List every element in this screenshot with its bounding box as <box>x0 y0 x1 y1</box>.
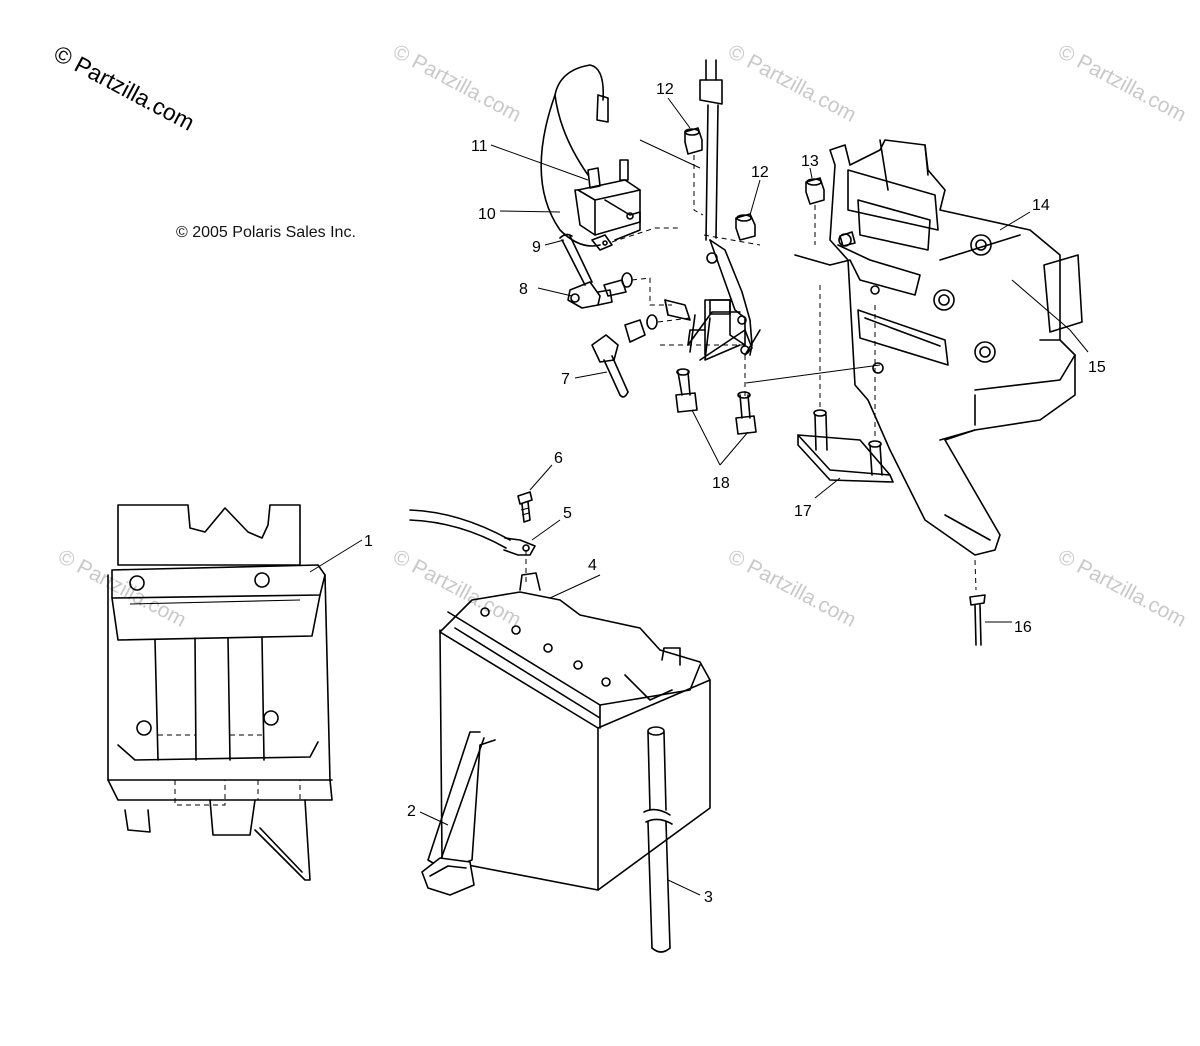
pad-part-17[interactable] <box>797 285 894 483</box>
callout-8: 8 <box>519 281 528 298</box>
callout-6: 6 <box>554 450 563 467</box>
wire-part-10[interactable] <box>540 94 680 251</box>
bolts-part-18[interactable] <box>660 344 881 435</box>
screw-part-6[interactable] <box>517 491 533 523</box>
callout-12-right: 12 <box>751 164 769 181</box>
relay-part-11[interactable] <box>554 64 641 241</box>
leader-lines <box>309 97 1089 896</box>
callout-7: 7 <box>561 371 570 388</box>
callout-12-top: 12 <box>656 81 674 98</box>
callout-14: 14 <box>1032 197 1050 214</box>
battery-part-4[interactable] <box>439 572 711 891</box>
callout-2: 2 <box>407 803 416 820</box>
battery-cable-part-5[interactable] <box>409 509 536 585</box>
callout-13: 13 <box>801 153 819 170</box>
callout-9: 9 <box>532 239 541 256</box>
nut-part-12a[interactable] <box>639 127 704 216</box>
callout-11: 11 <box>471 138 488 155</box>
copyright-notice: © 2005 Polaris Sales Inc. <box>176 224 356 241</box>
callout-4: 4 <box>588 557 597 574</box>
mounting-bracket-part-14[interactable] <box>794 139 1076 556</box>
rivet-part-16[interactable] <box>969 559 986 646</box>
strap-part-2[interactable] <box>421 731 496 896</box>
callout-15: 15 <box>1088 359 1106 376</box>
hose-part-3[interactable] <box>643 726 673 953</box>
cable-boot-part-9[interactable] <box>559 233 593 286</box>
callout-5: 5 <box>563 505 572 522</box>
callout-3: 3 <box>704 889 713 906</box>
cable-part-7[interactable] <box>591 314 691 398</box>
callout-numbers: 1 2 3 4 5 6 7 8 9 10 11 12 12 13 14 15 1… <box>364 81 1106 906</box>
solenoid-part[interactable] <box>664 59 761 400</box>
terminal-part-8[interactable] <box>567 272 672 309</box>
battery-holder-part-1[interactable] <box>107 504 333 881</box>
decal-part-15[interactable] <box>1043 254 1083 333</box>
callout-1: 1 <box>364 533 373 550</box>
callout-16: 16 <box>1014 619 1032 636</box>
callout-10: 10 <box>478 206 496 223</box>
callout-18: 18 <box>712 475 730 492</box>
nut-part-12b[interactable] <box>735 213 756 241</box>
callout-17: 17 <box>794 503 812 520</box>
